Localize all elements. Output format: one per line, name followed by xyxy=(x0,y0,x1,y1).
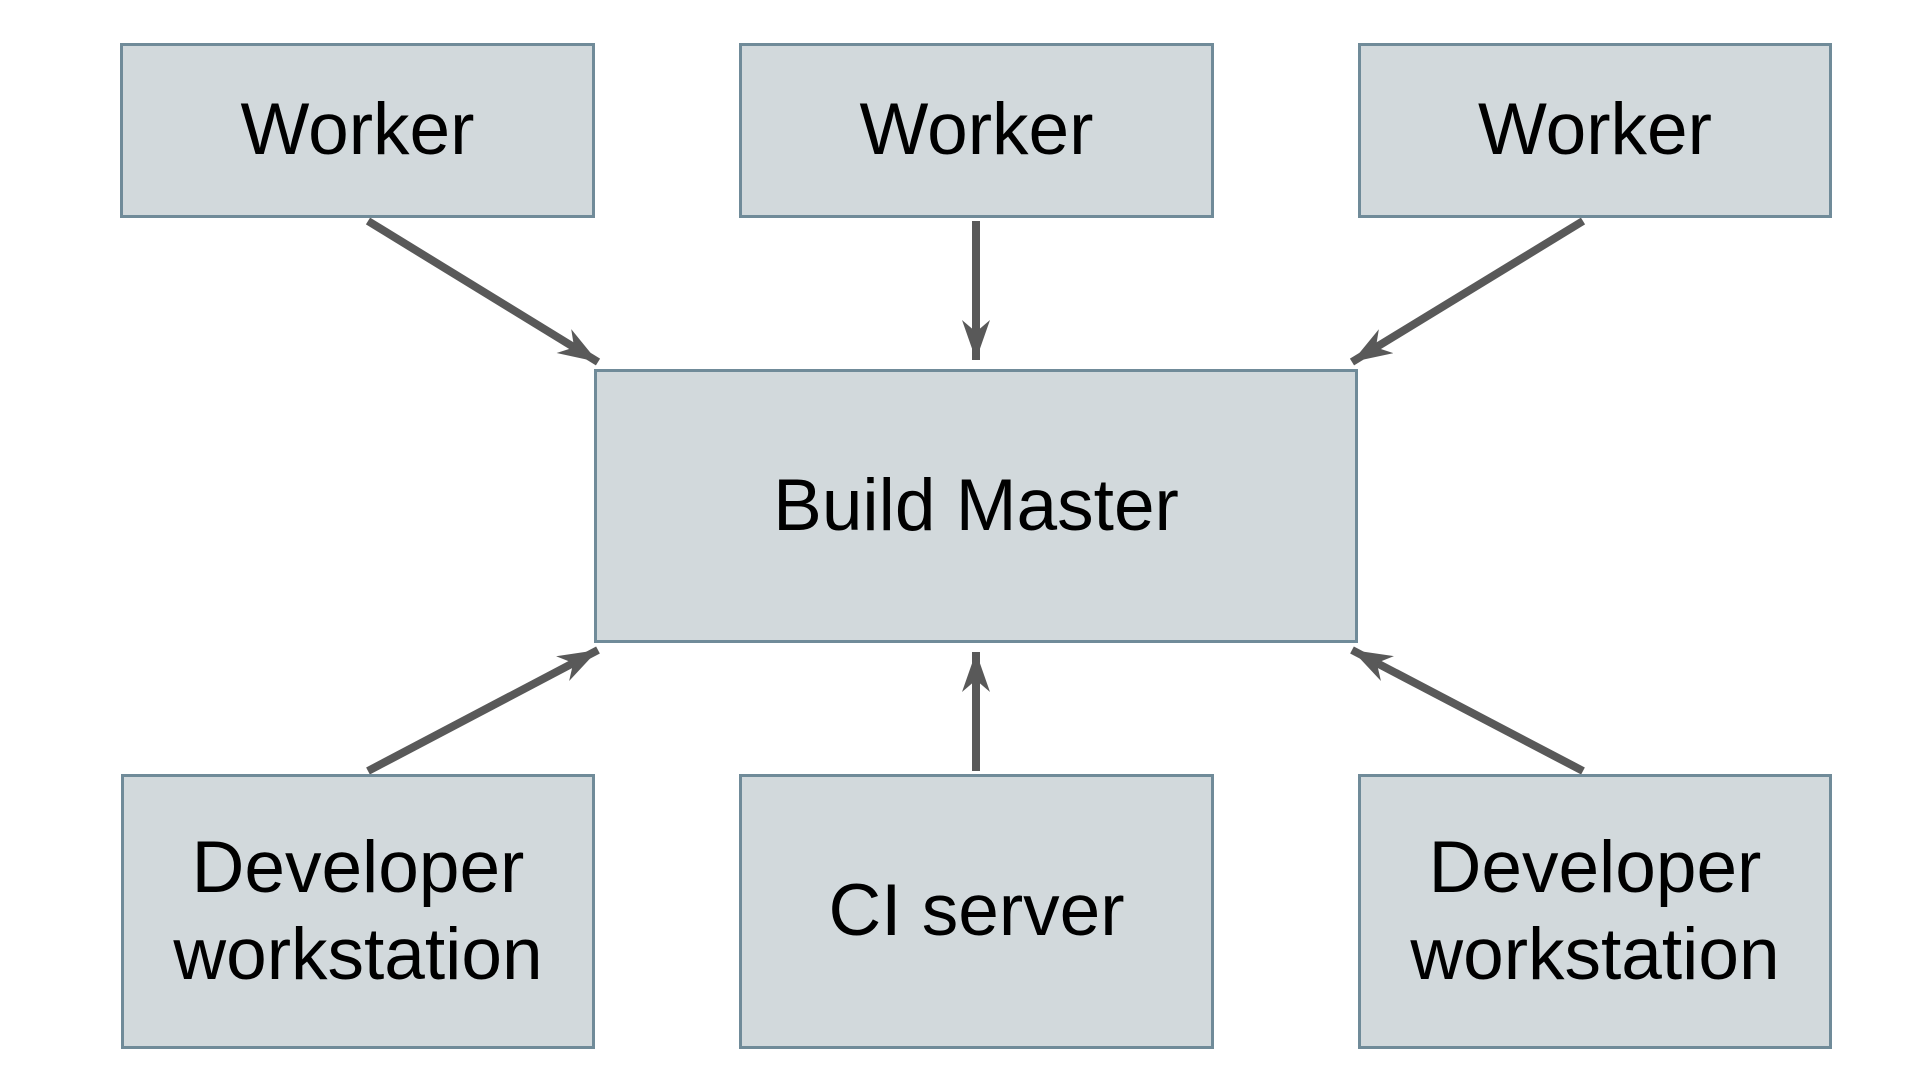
node-worker-2: Worker xyxy=(739,43,1214,218)
arrow-worker1-to-buildmaster xyxy=(365,217,601,366)
node-developer-workstation-left-label: Developer workstation xyxy=(173,827,543,995)
node-worker-2-label: Worker xyxy=(859,89,1094,171)
node-build-master: Build Master xyxy=(594,369,1358,643)
node-worker-3: Worker xyxy=(1358,43,1832,218)
node-worker-1-label: Worker xyxy=(240,89,475,171)
node-ci-server: CI server xyxy=(739,774,1214,1049)
node-worker-3-label: Worker xyxy=(1478,89,1712,171)
node-developer-workstation-right: Developer workstation xyxy=(1358,774,1832,1049)
arrow-worker3-to-buildmaster xyxy=(1349,217,1586,366)
node-developer-workstation-left: Developer workstation xyxy=(121,774,595,1049)
node-developer-workstation-right-label: Developer workstation xyxy=(1410,827,1780,995)
arrow-devleft-to-buildmaster xyxy=(366,646,600,775)
arrow-devright-to-buildmaster xyxy=(1350,646,1585,775)
node-ci-server-label: CI server xyxy=(828,870,1125,952)
node-build-master-label: Build Master xyxy=(773,464,1179,546)
node-worker-1: Worker xyxy=(120,43,595,218)
